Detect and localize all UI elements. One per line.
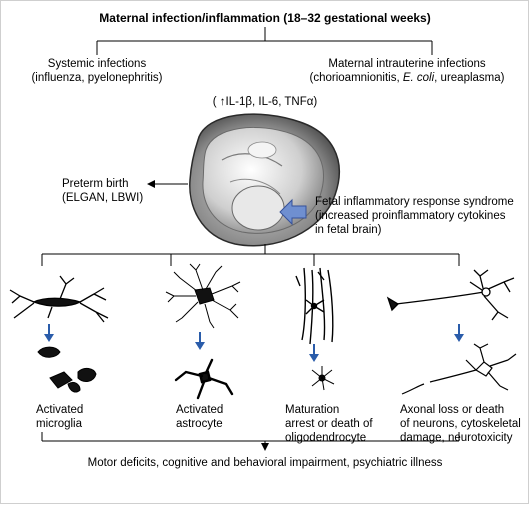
astrocyte-activated-image <box>174 358 234 400</box>
outcome-neuron-label: Axonal loss or death of neurons, cytoske… <box>400 403 521 445</box>
intrauterine-line1: Maternal intrauterine infections <box>328 58 486 70</box>
intrauterine-line2: (chorioamnionitis, E. coli, ureaplasma) <box>292 71 522 85</box>
intrauterine-line2-pre: (chorioamnionitis, <box>309 72 403 84</box>
outcome-line: damage, neurotoxicity <box>400 432 513 444</box>
cytokines-label: ( ↑IL-1β, IL-6, TNFα) <box>212 96 318 108</box>
oligodendrocyte-arrested-image <box>311 366 335 391</box>
preterm-line2: (ELGAN, LBWI) <box>62 192 144 204</box>
middle-bracket <box>41 244 460 266</box>
outcome-line: Activated <box>36 404 84 416</box>
outcome-line: astrocyte <box>176 418 223 430</box>
outcome-line: Maturation <box>285 404 340 416</box>
final-outcome-label: Motor deficits, cognitive and behavioral… <box>87 457 443 469</box>
microglia-resting-image <box>9 275 109 323</box>
firs-line2: (increased proinflammatory cytokines <box>315 210 506 222</box>
outcome-oligodendrocyte-label: Maturation arrest or death of oligodendr… <box>285 403 373 445</box>
firs-line3: in fetal brain) <box>315 224 382 236</box>
neuron-healthy-image <box>386 269 515 321</box>
systemic-line2: (influenza, pyelonephritis) <box>31 72 163 84</box>
outcome-line: of neurons, cytoskeletal <box>400 418 521 430</box>
outcome-line: arrest or death of <box>285 418 373 430</box>
preterm-line1: Preterm birth <box>62 178 129 190</box>
top-bracket <box>96 27 433 55</box>
intrauterine-line2-italic: E. coli <box>402 72 435 84</box>
outcome-line: oligodendrocyte <box>285 432 367 444</box>
bottom-bracket <box>41 432 460 451</box>
systemic-line1: Systemic infections <box>47 58 147 70</box>
neuron-damaged-image <box>401 343 517 395</box>
astrocyte-resting-image <box>165 263 241 329</box>
firs-label: Fetal inflammatory response syndrome (in… <box>315 195 514 237</box>
blue-arrows <box>44 324 464 362</box>
intrauterine-line2-post: , ureaplasma) <box>434 72 505 84</box>
outcome-line: microglia <box>36 418 83 430</box>
outcome-microglia-label: Activated microglia <box>36 403 83 431</box>
microglia-activated-image <box>37 346 97 393</box>
diagram-title: Maternal infection/inflammation (18–32 g… <box>99 11 431 25</box>
systemic-infections-label: Systemic infections (influenza, pyelonep… <box>12 57 182 85</box>
outcome-astrocyte-label: Activated astrocyte <box>176 403 223 431</box>
intrauterine-infections-label: Maternal intrauterine infections (chorio… <box>292 57 522 85</box>
preterm-birth-label: Preterm birth (ELGAN, LBWI) <box>62 177 143 205</box>
fetus-arrow <box>279 198 307 226</box>
outcome-line: Axonal loss or death <box>400 404 505 416</box>
oligodendrocyte-resting-image <box>295 267 334 345</box>
outcome-line: Activated <box>176 404 224 416</box>
firs-line1: Fetal inflammatory response syndrome <box>315 196 514 208</box>
